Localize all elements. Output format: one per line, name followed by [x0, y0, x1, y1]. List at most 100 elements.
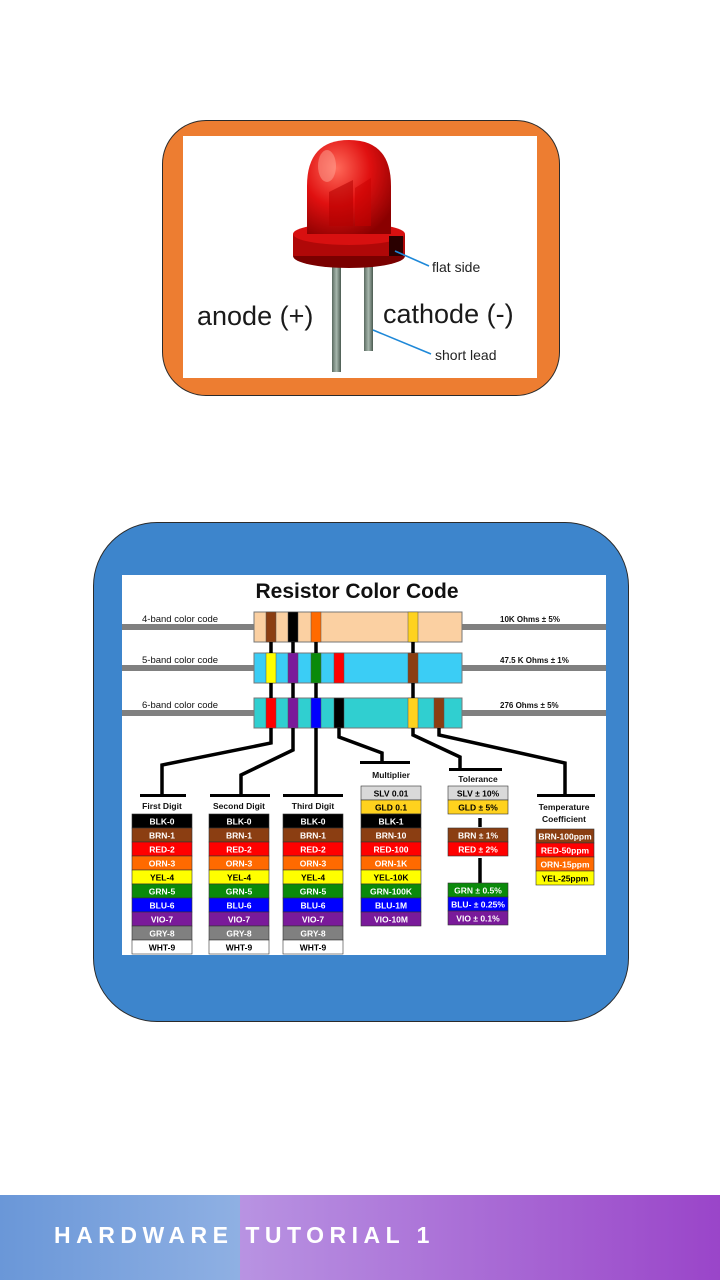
led-diagram: flat side short lead anode (+) cathode (…	[183, 136, 537, 378]
resistor-body	[253, 697, 463, 729]
color-code-label: GRY-8	[149, 929, 174, 939]
header-bar	[449, 768, 502, 771]
color-code-label: GRN-5	[149, 887, 176, 897]
band-value-bg	[494, 613, 594, 623]
connector-line	[337, 728, 384, 763]
footer-bar-left	[0, 1195, 240, 1280]
color-code-label: GRN-100K	[370, 887, 413, 897]
temperature-header-2: Coefficient	[542, 814, 586, 824]
color-code-label: WHT-9	[226, 943, 253, 953]
multiplier-header: Multiplier	[372, 770, 410, 780]
temperature-header: Temperature	[539, 802, 590, 812]
color-code-label: VIO ± 0.1%	[456, 914, 500, 924]
color-band	[265, 697, 277, 729]
color-code-label: GLD ± 5%	[458, 803, 498, 813]
color-code-label: ORN-3	[300, 859, 327, 869]
color-code-label: ORN-3	[149, 859, 176, 869]
connector-line	[411, 642, 462, 770]
cathode-lead	[364, 254, 373, 351]
tolerance-header: Tolerance	[458, 774, 498, 784]
color-band	[287, 611, 299, 643]
color-code-label: YEL-10K	[374, 873, 410, 883]
color-code-label: BLU-6	[226, 901, 251, 911]
color-code-label: BLU- ± 0.25%	[451, 900, 505, 910]
short-lead-pointer	[372, 329, 432, 355]
color-code-label: GRY-8	[300, 929, 325, 939]
color-code-cell	[360, 911, 422, 927]
header-bar	[140, 794, 186, 797]
color-code-label: VIO-7	[228, 915, 250, 925]
footer-title: HARDWARE TUTORIAL 1	[54, 1222, 435, 1248]
anode-label: anode (+)	[197, 301, 313, 331]
color-code-label: ORN-3	[226, 859, 253, 869]
color-code-label: SLV ± 10%	[457, 789, 500, 799]
color-band	[310, 697, 322, 729]
color-code-label: YEL-4	[301, 873, 325, 883]
band-value: 10K Ohms ± 5%	[500, 615, 560, 624]
color-band	[407, 652, 419, 684]
band-label-bg	[140, 613, 242, 623]
color-band	[333, 652, 345, 684]
flat-side-pointer	[394, 250, 430, 267]
color-code-label: RED-2	[226, 845, 252, 855]
color-code-label: BRN-1	[226, 831, 252, 841]
color-code-label: YEL-4	[227, 873, 251, 883]
color-code-label: RED-100	[374, 845, 409, 855]
color-code-label: WHT-9	[300, 943, 327, 953]
color-band	[287, 652, 299, 684]
color-code-label: BLU-6	[149, 901, 174, 911]
connector-line	[239, 642, 295, 797]
cathode-label: cathode (-)	[383, 299, 514, 329]
color-code-label: BLU-1M	[375, 901, 407, 911]
resistor-chart: Resistor Color Code 4-band color code 10K…	[122, 575, 606, 955]
digit-header: Second Digit	[213, 801, 265, 811]
anode-lead	[332, 254, 341, 372]
color-code-label: BRN-1	[149, 831, 175, 841]
color-code-label: RED-50ppm	[541, 846, 590, 856]
color-code-cell	[447, 910, 509, 926]
color-code-label: YEL-25ppm	[542, 874, 589, 884]
digit-header: First Digit	[142, 801, 182, 811]
color-code-label: ORN-15ppm	[540, 860, 590, 870]
band-value: 47.5 K Ohms ± 1%	[500, 656, 569, 665]
color-code-cell	[447, 841, 509, 857]
color-code-label: ORN-1K	[375, 859, 408, 869]
header-bar	[360, 761, 410, 764]
band-label-bg	[140, 699, 242, 709]
short-lead-label: short lead	[435, 347, 496, 363]
color-band	[265, 652, 277, 684]
resistor-body	[253, 611, 463, 643]
color-code-label: GRN-5	[226, 887, 253, 897]
color-code-label: BLK-0	[300, 817, 325, 827]
flat-side-label: flat side	[432, 259, 480, 275]
color-band	[310, 652, 322, 684]
color-code-label: BLK-0	[149, 817, 174, 827]
color-code-label: GRN-5	[300, 887, 327, 897]
color-band	[333, 697, 345, 729]
footer-bar-right	[240, 1195, 720, 1280]
color-code-cell	[282, 939, 344, 955]
color-code-cell	[535, 870, 595, 886]
color-code-label: VIO-10M	[374, 915, 408, 925]
color-code-label: RED ± 2%	[458, 845, 498, 855]
color-band	[407, 611, 419, 643]
band-value-bg	[494, 699, 594, 709]
header-bar	[283, 794, 343, 797]
color-code-label: RED-2	[149, 845, 175, 855]
resistor-title: Resistor Color Code	[255, 580, 458, 603]
band-value: 276 Ohms ± 5%	[500, 701, 559, 710]
color-code-label: GLD 0.1	[375, 803, 407, 813]
color-code-label: BRN-100ppm	[538, 832, 592, 842]
color-band	[287, 697, 299, 729]
color-code-label: BLU-6	[300, 901, 325, 911]
header-bar	[210, 794, 270, 797]
color-code-label: BRN-1	[300, 831, 326, 841]
color-band	[265, 611, 277, 643]
color-code-label: GRN ± 0.5%	[454, 886, 502, 896]
color-code-label: YEL-4	[150, 873, 174, 883]
band-label-bg	[140, 654, 242, 664]
color-code-label: SLV 0.01	[374, 789, 409, 799]
color-code-label: BLK-1	[378, 817, 403, 827]
band-label: 4-band color code	[142, 614, 218, 625]
color-code-cell	[447, 799, 509, 815]
